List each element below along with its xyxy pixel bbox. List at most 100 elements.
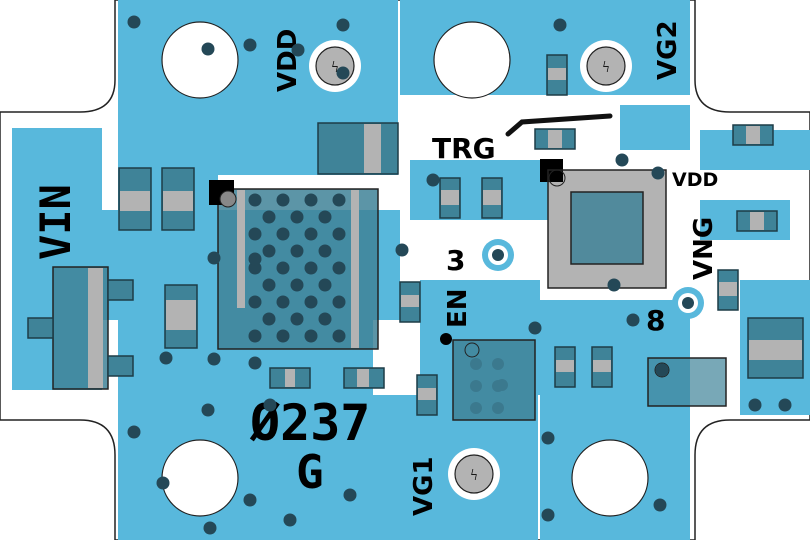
via	[248, 261, 262, 275]
test-pad-3[interactable]	[482, 239, 514, 271]
via	[304, 295, 318, 309]
qfn-ic	[540, 159, 667, 289]
label-vg2: VG2	[653, 20, 683, 80]
resistor	[269, 367, 311, 389]
resistor	[164, 284, 198, 349]
test-pad-8[interactable]	[672, 287, 704, 319]
via	[248, 295, 262, 309]
test-point-vg2[interactable]: ϟ	[580, 40, 632, 92]
via	[290, 312, 304, 326]
label-en: EN	[443, 288, 473, 328]
via	[395, 243, 409, 257]
via	[336, 66, 350, 80]
via	[201, 42, 215, 56]
via	[332, 193, 346, 207]
resistor	[591, 346, 613, 388]
small-module	[452, 339, 536, 421]
mounting-hole	[161, 439, 239, 517]
via	[248, 329, 262, 343]
via	[276, 329, 290, 343]
ground-icon: ϟ	[470, 467, 477, 484]
via	[156, 476, 170, 490]
label-trg: TRG	[432, 132, 496, 165]
via	[201, 403, 215, 417]
resistor	[399, 281, 421, 323]
capacitor	[161, 167, 195, 231]
label-vng: VNG	[689, 217, 719, 280]
via	[748, 398, 762, 412]
via	[615, 153, 629, 167]
via	[262, 210, 276, 224]
resistor	[343, 367, 385, 389]
via	[343, 488, 357, 502]
via	[332, 227, 346, 241]
via	[553, 18, 567, 32]
test-point-vg1[interactable]: ϟ	[448, 448, 500, 500]
via	[541, 508, 555, 522]
via	[276, 295, 290, 309]
resistor	[534, 128, 576, 150]
via	[276, 261, 290, 275]
inductor	[317, 122, 399, 175]
via	[778, 398, 792, 412]
resistor	[717, 269, 739, 311]
via	[248, 227, 262, 241]
resistor	[732, 124, 774, 146]
via	[426, 173, 440, 187]
via	[336, 18, 350, 32]
via	[262, 278, 276, 292]
via	[541, 431, 555, 445]
capacitor	[118, 167, 152, 231]
via	[318, 244, 332, 258]
via	[304, 193, 318, 207]
via	[318, 278, 332, 292]
label-pin3: 3	[446, 244, 465, 277]
label-pin8: 8	[646, 304, 665, 337]
via	[276, 193, 290, 207]
via	[304, 227, 318, 241]
via	[207, 352, 221, 366]
resistor	[546, 54, 568, 96]
via	[283, 513, 297, 527]
via	[655, 363, 669, 377]
label-vin: VIN	[31, 184, 80, 260]
via	[243, 493, 257, 507]
via	[332, 261, 346, 275]
via	[318, 210, 332, 224]
via	[528, 321, 542, 335]
via	[653, 498, 667, 512]
label-vdd-top: VDD	[273, 29, 303, 92]
resistor	[736, 210, 778, 232]
via	[127, 15, 141, 29]
via	[651, 166, 665, 180]
en-dot	[440, 333, 452, 345]
resistor	[439, 177, 461, 219]
via	[248, 252, 262, 266]
via	[291, 43, 305, 57]
mounting-hole	[571, 439, 649, 517]
via	[127, 425, 141, 439]
via	[318, 312, 332, 326]
label-vg1: VG1	[409, 456, 439, 516]
mounting-hole	[161, 21, 239, 99]
trg-trace	[505, 113, 613, 137]
mounting-hole	[433, 21, 511, 99]
via	[262, 244, 276, 258]
resistor	[554, 346, 576, 388]
via	[263, 398, 277, 412]
via	[332, 295, 346, 309]
via	[290, 244, 304, 258]
capacitor	[747, 317, 804, 379]
ground-icon: ϟ	[602, 59, 609, 76]
label-vdd-right: VDD	[672, 169, 718, 191]
via	[304, 261, 318, 275]
via	[207, 251, 221, 265]
test-point-vdd[interactable]: ϟ	[309, 40, 361, 92]
via	[290, 278, 304, 292]
resistor	[416, 374, 438, 416]
via	[159, 351, 173, 365]
via	[332, 329, 346, 343]
via	[248, 356, 262, 370]
via	[243, 38, 257, 52]
